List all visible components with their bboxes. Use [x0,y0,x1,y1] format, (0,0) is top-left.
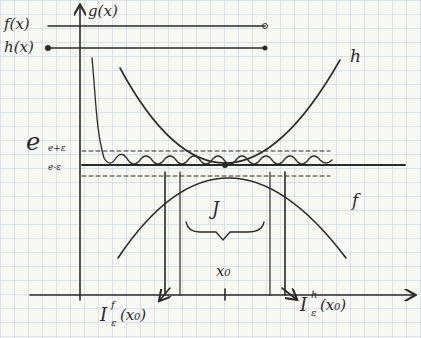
math-label: (x₀) [320,298,346,313]
math-label: f(x) [4,17,30,32]
f-segment [48,25,265,27]
leader-arrow [160,288,170,300]
y-axis [79,6,81,300]
math-label: g(x) [88,4,118,19]
math-label: J [212,200,219,218]
f-curve [118,178,346,258]
dot [45,45,51,51]
math-label: (x₀) [120,308,146,323]
dot [263,24,268,29]
math-label: h [311,290,317,300]
math-label: h [350,48,361,65]
math-label: ε [311,308,316,318]
x0-tick [224,289,226,300]
interval-h [165,172,285,295]
math-label: I [100,306,107,324]
h-segment [48,47,265,49]
math-label: x₀ [216,264,230,279]
math-label: e+ε [48,144,66,153]
math-label: I [300,296,307,314]
x-axis [30,294,414,296]
e-plus-eps [82,151,330,152]
math-label: ε [111,318,116,328]
leader-arrow [282,288,296,299]
math-label: f [352,192,358,209]
e-line [82,164,405,166]
math-label: e-ε [48,163,61,172]
math-label: h(x) [4,40,34,55]
g-curve [92,58,332,164]
e-minus-eps [82,176,330,177]
h-curve [120,60,340,163]
interval-f [180,172,270,295]
dot [222,162,228,168]
dot [263,46,268,51]
math-label: e [26,130,40,154]
j-bracket [186,222,264,240]
math-label: f [111,300,115,310]
